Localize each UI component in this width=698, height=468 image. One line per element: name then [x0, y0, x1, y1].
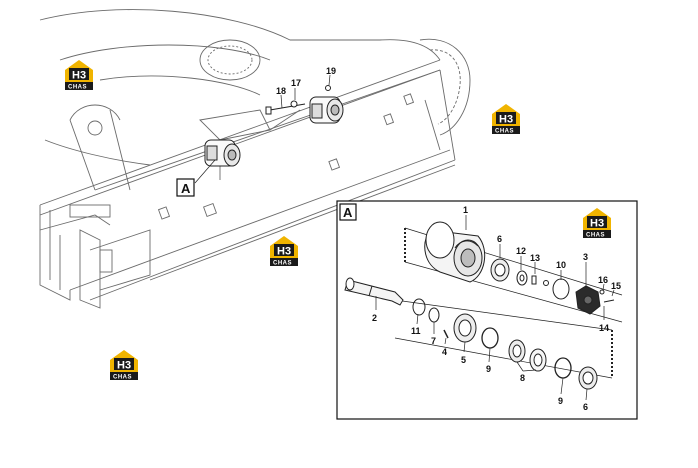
part-seal-8 — [508, 339, 547, 372]
detail-panel-tag: A — [343, 205, 353, 220]
leader-lines-main — [194, 74, 331, 184]
part-washer-12 — [516, 270, 528, 286]
callout-19: 19 — [326, 66, 336, 76]
callout-9-right: 9 — [558, 396, 563, 406]
bolt-and-washer — [265, 85, 331, 115]
callout-5: 5 — [461, 355, 466, 365]
svg-text:CHAS: CHAS — [586, 233, 605, 239]
svg-text:H3: H3 — [590, 218, 604, 230]
svg-text:H3: H3 — [277, 246, 291, 258]
watermark-logo-3: H3 CHAS — [270, 236, 298, 267]
main-frame-drawing — [39, 9, 471, 309]
callout-2: 2 — [372, 313, 377, 323]
svg-text:A: A — [181, 181, 191, 196]
svg-text:CHAS: CHAS — [113, 375, 132, 381]
part-pin-4 — [443, 329, 449, 339]
callout-17: 17 — [291, 78, 301, 88]
callout-8: 8 — [520, 373, 525, 383]
svg-text:CHAS: CHAS — [273, 261, 292, 267]
callout-16: 16 — [598, 275, 608, 285]
part-roller — [424, 221, 486, 283]
callout-6-upper: 6 — [497, 234, 502, 244]
callout-12: 12 — [516, 246, 526, 256]
watermark-logo-2: H3 CHAS — [492, 104, 520, 135]
svg-text:CHAS: CHAS — [495, 129, 514, 135]
callout-15: 15 — [611, 281, 621, 291]
callout-1: 1 — [463, 205, 468, 215]
leader-lines-detail — [375, 215, 615, 401]
svg-text:CHAS: CHAS — [68, 85, 87, 91]
watermark-logo-1: H3 CHAS — [65, 60, 93, 91]
top-roller-left — [204, 139, 241, 167]
callout-4: 4 — [442, 347, 447, 357]
part-bushing-5 — [453, 313, 477, 343]
callout-11: 11 — [411, 326, 421, 336]
part-seal-lower — [578, 366, 598, 390]
top-roller-right — [309, 96, 344, 124]
callout-9-left: 9 — [486, 364, 491, 374]
svg-text:H3: H3 — [117, 360, 131, 372]
part-pin-13 — [531, 275, 549, 286]
watermark-logo-5: H3 CHAS — [110, 350, 138, 381]
callout-3: 3 — [583, 252, 588, 262]
callout-10: 10 — [556, 260, 566, 270]
part-ring-11 — [412, 298, 426, 316]
watermark-logo-4: H3 CHAS — [583, 208, 611, 239]
callout-13: 13 — [530, 253, 540, 263]
svg-text:H3: H3 — [72, 70, 86, 82]
callout-18: 18 — [276, 86, 286, 96]
detail-reference-tag: A — [176, 178, 195, 197]
callout-14: 14 — [599, 323, 609, 333]
callout-6-lower: 6 — [583, 402, 588, 412]
part-shaft — [344, 277, 404, 306]
callout-7: 7 — [431, 336, 436, 346]
part-seal-upper — [490, 258, 510, 282]
svg-text:H3: H3 — [499, 114, 513, 126]
